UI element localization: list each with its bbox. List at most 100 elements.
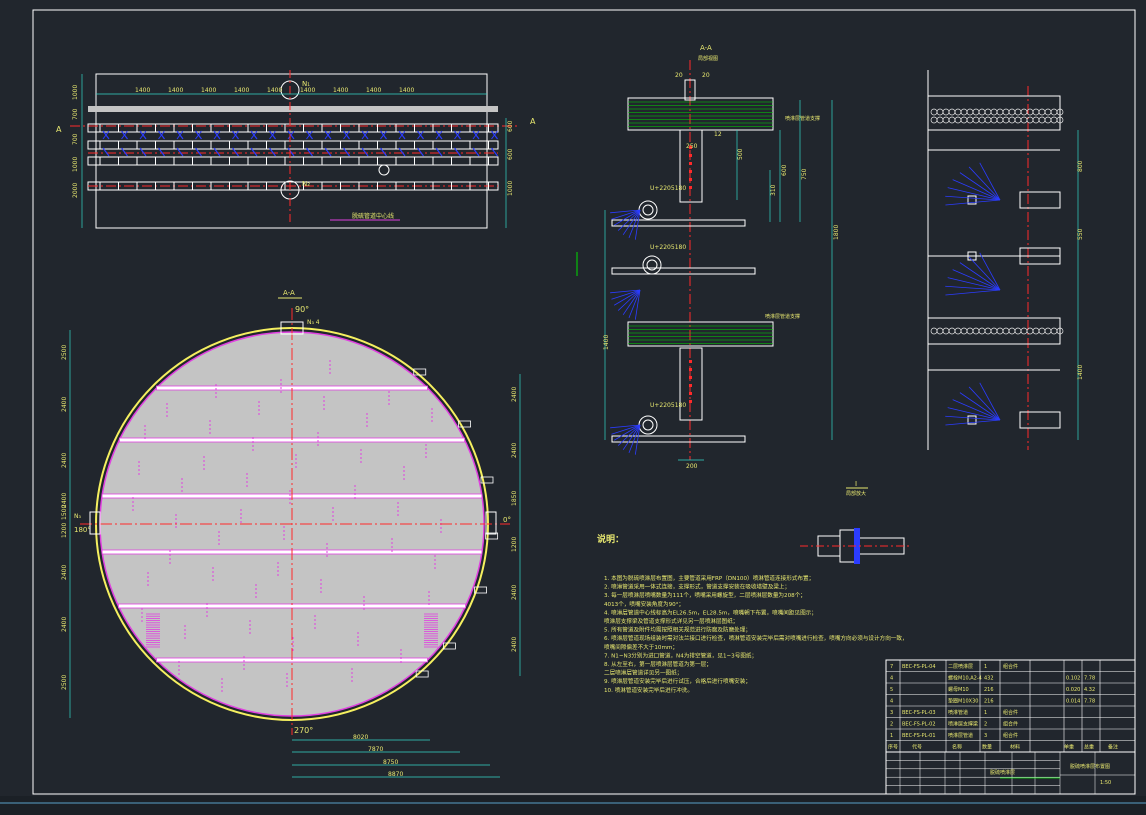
bom-cell: 7.78	[1084, 676, 1095, 682]
bom-cell: 垫圈M10X30	[948, 698, 978, 705]
bom-cell: 216	[984, 699, 994, 705]
bom-header-cell: 序号	[888, 744, 898, 751]
nozzle-mark	[158, 147, 165, 157]
dim-label: 1400	[399, 87, 414, 94]
top-view-pipe-2	[87, 140, 499, 150]
left-nozzle-label: N₃	[74, 513, 81, 520]
bolt	[689, 186, 692, 189]
bom-cell: 喷淋层管道	[948, 732, 973, 739]
notes-block: 说明： 1. 本图为脱硫喷淋层布置图，主要管道采用FRP（DN100）喷淋管道连…	[597, 533, 908, 694]
dim-label: 1850	[511, 491, 518, 506]
section-aa-view: A-A 90° N₃ 4 270° 180° 0° N₃ 25002400240…	[61, 289, 521, 778]
nozzle-mark	[250, 130, 258, 140]
nozzle-mark	[195, 147, 202, 157]
bom-header-cell: 单重	[1064, 744, 1074, 751]
note-line: 6. 喷淋层管道现场组装时需对法兰接口进行检查，喷淋管道安装完毕后需对喷嘴进行检…	[604, 634, 908, 642]
spray-fan	[947, 407, 1001, 421]
nozzle-mark	[158, 130, 165, 140]
nozzle-mark	[121, 147, 128, 157]
nozzle-marks	[132, 360, 499, 692]
spray-fan	[634, 209, 641, 240]
spray-fan	[617, 289, 641, 311]
spray-fan	[968, 386, 1001, 421]
top-view-center-note: 脱硫管道中心线	[352, 212, 394, 220]
bom-header-cell: 名称	[952, 744, 962, 751]
spray-band	[927, 95, 1061, 131]
dim-label: 1200	[61, 523, 68, 538]
bom-cell: 5	[890, 687, 893, 693]
dim-label: 1400	[366, 87, 381, 94]
side-nozzle	[1019, 411, 1061, 429]
spray-fan	[945, 289, 1001, 296]
right-nozzle	[485, 511, 497, 535]
bom-cell: 3	[890, 710, 893, 716]
note-line: 1. 本图为脱硫喷淋层布置图，主要管道采用FRP（DN100）喷淋管道连接形式布…	[604, 574, 814, 582]
bolt	[689, 162, 692, 165]
dim-label: 2400	[511, 585, 518, 600]
side-dim-1400: 1400	[1077, 365, 1084, 380]
nozzle-mark	[306, 130, 313, 140]
nozzle-mark	[269, 147, 276, 157]
top-view-nozzle-n2: N₂	[302, 180, 310, 188]
detail-dim-1800: 1800	[833, 225, 840, 240]
detail-dim-500: 500	[737, 148, 744, 160]
bom-cell: 二层喷淋层	[948, 663, 973, 670]
spray-band	[927, 317, 1061, 345]
shell-nozzle	[485, 532, 499, 540]
bolt	[689, 384, 692, 387]
note-line: 4013个，喷嘴安装角度为90°；	[604, 600, 684, 608]
side-view-geometry	[927, 70, 1079, 450]
detail-i-subtitle: 局部放大	[846, 490, 866, 497]
nozzle-mark	[380, 147, 387, 157]
spray-coil	[1056, 108, 1064, 116]
detail-title: A-A	[700, 44, 712, 52]
top-view-outline	[95, 73, 488, 229]
nozzle-mark	[121, 130, 128, 140]
spray-fan	[947, 277, 1001, 291]
note-line: 9. 喷淋层管道安装完毕后进行试压，合格后进行喷嘴安装；	[604, 677, 751, 685]
spray-fan	[979, 162, 1001, 201]
shell-nozzle	[474, 586, 487, 594]
side-bolt	[967, 195, 977, 205]
dim-label: 2400	[511, 387, 518, 402]
bolt	[689, 178, 692, 181]
dim-label: 1000	[72, 157, 79, 172]
spray-fan	[610, 289, 641, 294]
section-aa-title: A-A	[283, 289, 295, 297]
dim-label: 2400	[61, 565, 68, 580]
pipe-section-inner	[646, 259, 658, 271]
bom-cell: 组合件	[1003, 721, 1018, 728]
spray-fan	[628, 209, 641, 239]
column	[679, 129, 703, 203]
spray-fan	[610, 209, 641, 214]
nozzle-mark	[269, 130, 276, 140]
nozzle-mark	[139, 147, 147, 157]
spray-fan	[628, 424, 641, 454]
nozzle-mark	[176, 130, 184, 140]
nozzle-mark	[139, 130, 147, 140]
detail-dim-12: 12	[714, 131, 722, 138]
nozzle-mark	[417, 130, 424, 140]
nozzle-mark	[343, 130, 350, 140]
dim-label: 8750	[383, 759, 398, 766]
spray-fan	[945, 419, 1001, 426]
title-block: 脱硫喷淋层 脱硫喷淋层布置图 1:50	[885, 751, 1136, 795]
left-nozzle	[89, 511, 101, 535]
bom-cell: BEC-FS-PL-01	[902, 733, 936, 739]
spray-fan	[622, 424, 641, 451]
note-line: 喷淋层支撑梁及管道支撑形式详见另一层喷淋层图纸；	[604, 617, 738, 625]
nozzle-mark	[250, 147, 258, 157]
bom-cell: 2	[984, 722, 987, 728]
dim-label: 1400	[201, 87, 216, 94]
nozzle-mark	[361, 130, 369, 140]
bom-cell: BEC-FS-PL-04	[902, 664, 936, 670]
nozzle-mark	[102, 147, 110, 157]
bom-cell: 216	[984, 687, 994, 693]
nozzle-mark	[454, 130, 461, 140]
bom-cell: 2	[890, 722, 893, 728]
side-dim-550: 550	[1077, 228, 1084, 240]
bom-cell: 4	[890, 699, 893, 705]
